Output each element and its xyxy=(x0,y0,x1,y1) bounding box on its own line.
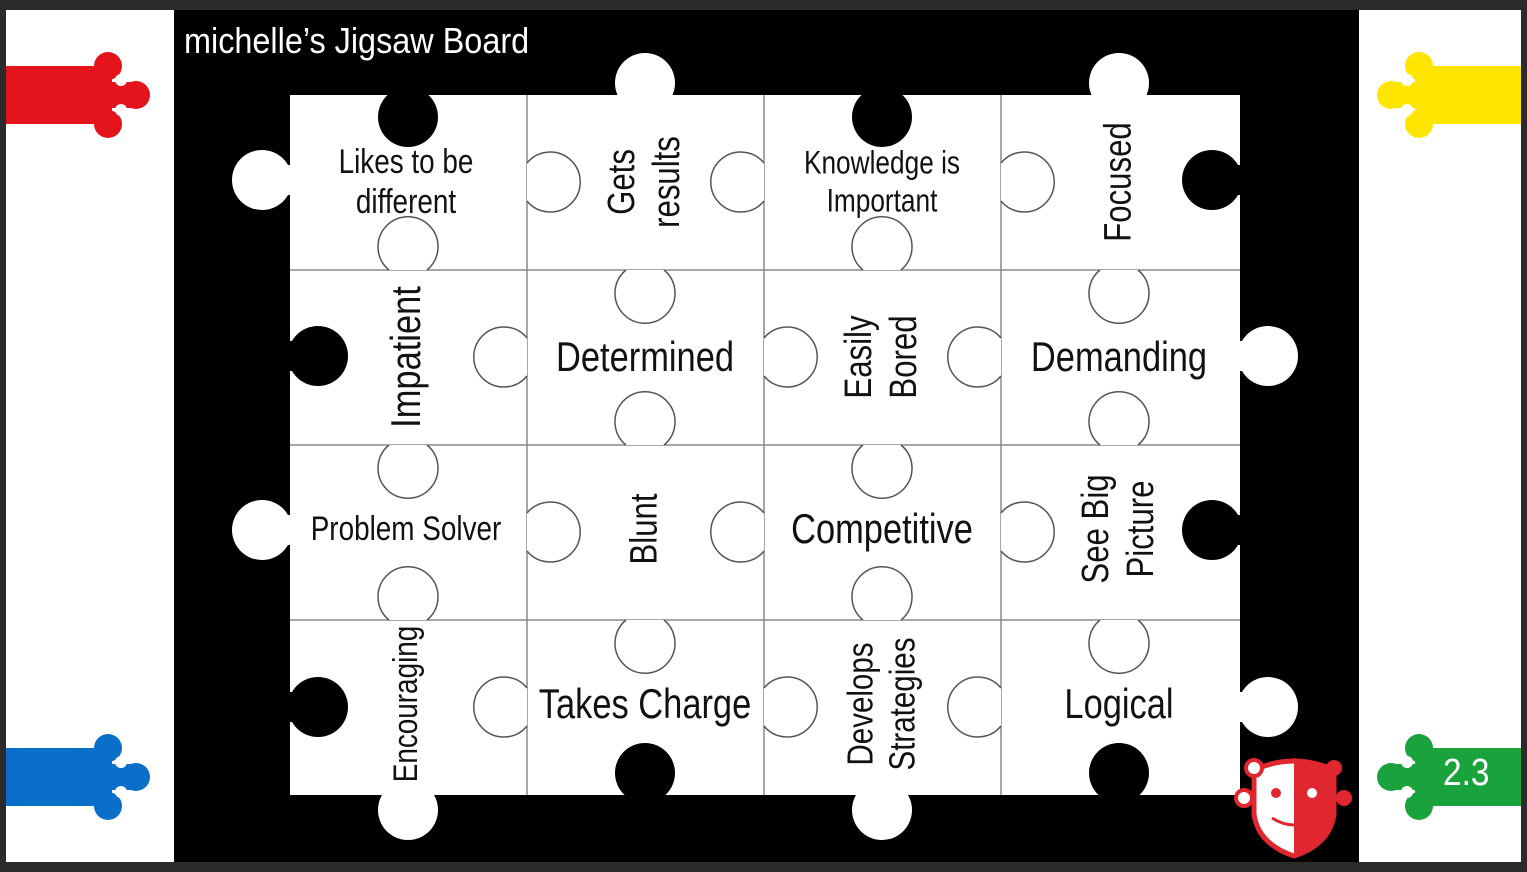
puzzle-piece-label-line: Develops xyxy=(839,642,881,766)
puzzle-piece-label-line: Likes to be xyxy=(338,142,474,181)
outer-white-knobs xyxy=(232,53,1298,840)
puzzle-piece-label-line: Important xyxy=(826,182,938,218)
slide-number: 2.3 xyxy=(1443,752,1490,794)
puzzle-piece-label-line: See Big xyxy=(1075,474,1118,584)
puzzle-piece-label-line: results xyxy=(646,136,688,228)
left-panel-decor xyxy=(6,52,150,820)
puzzle-piece-label-line: Impatient xyxy=(382,286,430,428)
puzzle-piece-label: Competitive xyxy=(791,504,973,554)
puzzle-piece-label: Blunt xyxy=(623,493,668,564)
right-side-panel xyxy=(1359,10,1521,862)
blue-puzzle-tab-icon xyxy=(6,734,150,820)
puzzle-piece-label: Determined xyxy=(556,332,734,382)
left-side-panel xyxy=(6,10,174,862)
board-title: michelle’s Jigsaw Board xyxy=(184,20,530,61)
puzzle-piece-label-line: Logical xyxy=(1064,680,1174,728)
puzzle-piece-label-line: Problem Solver xyxy=(310,509,502,548)
smiling-face-logo-icon xyxy=(1234,758,1352,859)
puzzle-piece-label-line: Easily xyxy=(838,315,881,399)
outer-black-notches xyxy=(286,87,1243,803)
puzzle-piece-label: Problem Solver xyxy=(311,509,502,549)
puzzle-piece-label: Encouraging xyxy=(386,626,426,783)
puzzle-piece-label-line: Blunt xyxy=(623,493,666,565)
puzzle-piece-label: Demanding xyxy=(1031,332,1207,382)
puzzle-piece-label-line: Takes Charge xyxy=(538,680,752,728)
puzzle-piece-label-line: Bored xyxy=(883,315,925,399)
puzzle-piece-label: Logical xyxy=(1064,679,1173,729)
piece-seams xyxy=(290,95,1240,795)
green-puzzle-tab-icon xyxy=(1377,734,1521,820)
puzzle-piece-label-line: different xyxy=(355,183,457,221)
puzzle-piece-label-line: Determined xyxy=(555,333,735,381)
puzzle-piece-label-line: Gets xyxy=(601,149,644,215)
puzzle-piece-label: Focused xyxy=(1097,122,1142,242)
puzzle-piece-label-line: Knowledge is xyxy=(803,144,961,181)
puzzle-piece-label-line: Picture xyxy=(1120,480,1162,578)
puzzle-piece-label-line: Competitive xyxy=(791,505,973,553)
yellow-puzzle-tab-icon xyxy=(1377,52,1521,138)
right-panel-decor xyxy=(1377,52,1521,820)
interior-knobs xyxy=(377,151,1150,738)
puzzle-piece-label: Impatient xyxy=(381,286,431,428)
red-puzzle-tab-icon xyxy=(6,52,150,138)
puzzle-piece-label: Takes Charge xyxy=(539,679,751,729)
jigsaw-board-graphic xyxy=(232,53,1298,840)
puzzle-piece-label-line: Encouraging xyxy=(386,625,425,783)
puzzle-piece-label-line: Demanding xyxy=(1030,333,1208,381)
puzzle-piece-label-line: Strategies xyxy=(882,637,923,771)
puzzle-piece-label-line: Focused xyxy=(1097,122,1140,242)
